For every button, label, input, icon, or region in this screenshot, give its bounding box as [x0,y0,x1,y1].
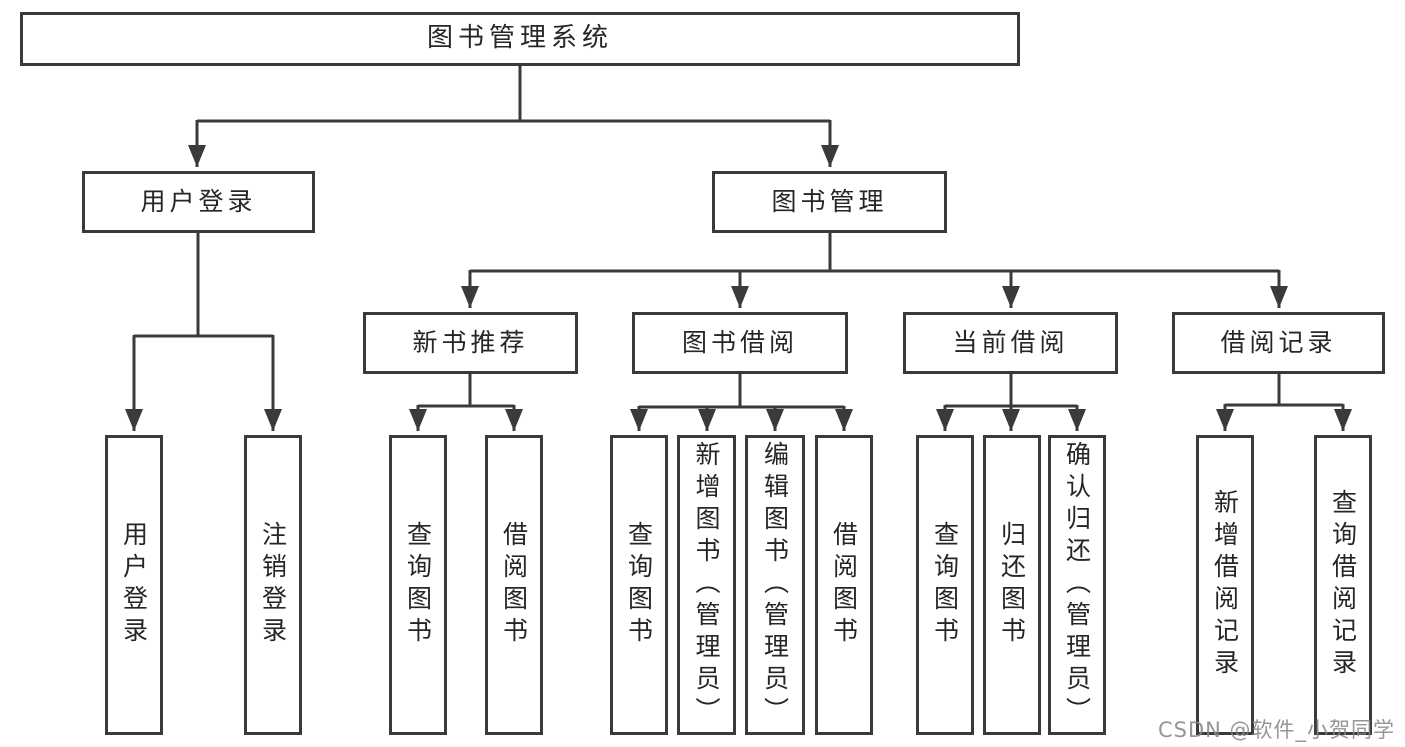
node-library-system: 图书管理系统 [20,12,1020,66]
node-leaf-add-borrow-record: 新增借阅记录 [1196,435,1254,735]
node-leaf-query-books-current: 查询图书 [916,435,974,735]
node-leaf-confirm-return-admin: 确认归还（管理员） [1048,435,1106,735]
node-leaf-return-books: 归还图书 [983,435,1041,735]
node-leaf-logout: 注销登录 [244,435,302,735]
node-leaf-query-borrow-record: 查询借阅记录 [1314,435,1372,735]
node-book-management: 图书管理 [712,171,947,233]
node-user-login: 用户登录 [82,171,315,233]
node-new-book-recommend: 新书推荐 [363,312,578,374]
node-borrowing-records: 借阅记录 [1172,312,1385,374]
node-leaf-add-books-admin: 新增图书（管理员） [677,435,736,735]
node-leaf-query-books-borrowing: 查询图书 [610,435,668,735]
csdn-watermark: CSDN @软件_小贺同学 [1158,718,1396,742]
node-book-borrowing: 图书借阅 [632,312,848,374]
node-leaf-user-login: 用户登录 [105,435,163,735]
node-current-borrowing: 当前借阅 [903,312,1118,374]
node-leaf-query-books-recommend: 查询图书 [389,435,447,735]
node-leaf-borrow-books: 借阅图书 [815,435,873,735]
node-leaf-borrow-books-recommend: 借阅图书 [485,435,543,735]
node-leaf-edit-books-admin: 编辑图书（管理员） [745,435,805,735]
